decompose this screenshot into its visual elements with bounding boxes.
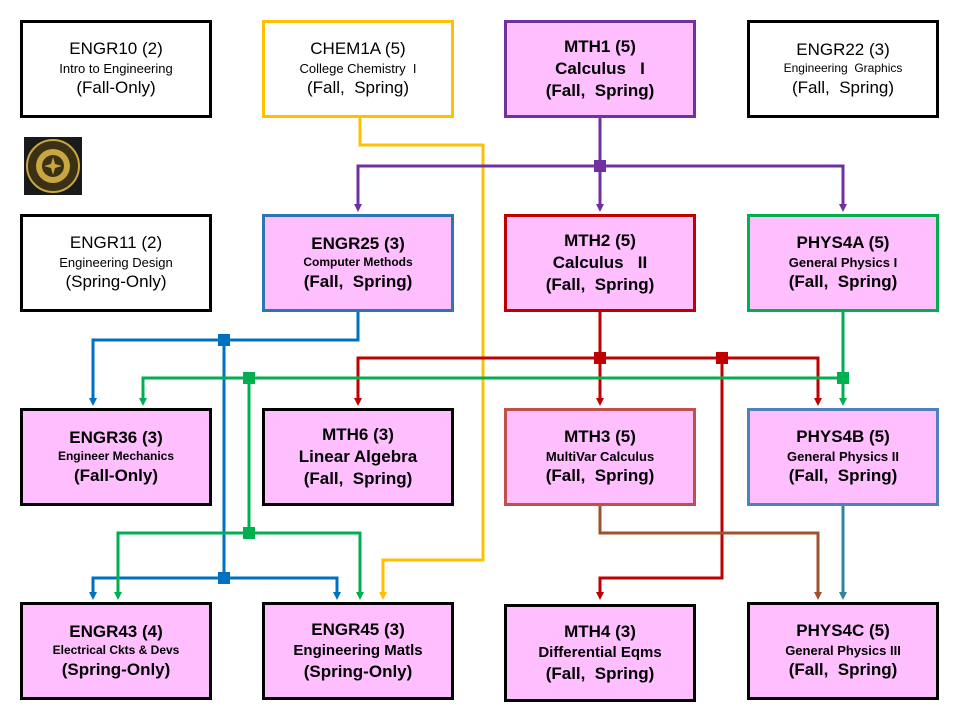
course-name: General Physics II [786,448,899,464]
course-name: Engineering Graphics [783,61,903,76]
course-name: General Physics III [785,642,901,658]
course-name: Engineering Matls [293,642,423,660]
course-name: Calculus I [555,58,645,78]
course-code: PHYS4B (5) [796,427,890,447]
course-box-engr25: ENGR25 (3) Computer Methods (Fall, Sprin… [262,214,454,312]
course-box-engr22: ENGR22 (3) Engineering Graphics (Fall, S… [747,20,939,118]
course-terms: (Fall, Spring) [545,81,655,101]
junction-node [218,572,230,584]
course-name: MultiVar Calculus [545,448,655,464]
course-terms: (Fall, Spring) [788,660,898,680]
course-name: Computer Methods [303,255,413,270]
course-box-engr36: ENGR36 (3) Engineer Mechanics (Fall-Only… [20,408,212,506]
course-code: ENGR22 (3) [796,40,890,60]
junction-node [594,160,606,172]
course-terms: (Fall, Spring) [545,466,655,486]
course-box-phys4b: PHYS4B (5) General Physics II (Fall, Spr… [747,408,939,506]
course-name: Calculus II [552,252,648,272]
course-box-engr10: ENGR10 (2) Intro to Engineering (Fall-On… [20,20,212,118]
course-box-phys4c: PHYS4C (5) General Physics III (Fall, Sp… [747,602,939,700]
connector-mth3-phys4c [598,506,822,600]
course-name: Engineering Design [59,254,173,270]
course-code: ENGR10 (2) [69,39,163,59]
connector-mth1-group [354,118,847,212]
course-terms: (Spring-Only) [65,272,167,292]
course-box-phys4a: PHYS4A (5) General Physics I (Fall, Spri… [747,214,939,312]
course-name: Differential Eqms [538,644,662,662]
connector-mth2-group [354,312,822,600]
junction-node [716,352,728,364]
course-box-engr11: ENGR11 (2) Engineering Design (Spring-On… [20,214,212,312]
course-box-mth1: MTH1 (5) Calculus I (Fall, Spring) [504,20,696,118]
course-code: MTH1 (5) [564,36,636,56]
course-terms: (Fall, Spring) [303,469,413,489]
course-terms: (Fall, Spring) [791,77,895,97]
course-terms: (Fall, Spring) [306,78,410,98]
course-code: MTH3 (5) [564,427,636,447]
course-code: ENGR43 (4) [69,622,163,642]
course-name: General Physics I [788,254,898,270]
course-code: ENGR45 (3) [311,620,405,640]
course-code: PHYS4C (5) [796,621,890,641]
course-code: ENGR25 (3) [311,234,405,254]
course-terms: (Fall, Spring) [303,271,413,291]
junction-node [243,372,255,384]
course-terms: (Spring-Only) [303,661,413,681]
course-box-engr43: ENGR43 (4) Electrical Ckts & Devs (Sprin… [20,602,212,700]
course-terms: (Fall, Spring) [545,275,655,295]
college-seal-logo [24,137,82,195]
course-box-mth2: MTH2 (5) Calculus II (Fall, Spring) [504,214,696,312]
connector-phys4a-group [114,312,847,600]
course-name: Intro to Engineering [59,60,173,76]
course-name: Engineer Mechanics [57,449,175,464]
junction-node [837,372,849,384]
course-terms: (Fall, Spring) [788,272,898,292]
course-code: PHYS4A (5) [796,233,890,253]
course-name: Electrical Ckts & Devs [52,643,180,658]
course-terms: (Fall-Only) [76,78,156,98]
course-code: ENGR36 (3) [69,428,163,448]
junction-node [594,352,606,364]
course-box-mth4: MTH4 (3) Differential Eqms (Fall, Spring… [504,604,696,702]
course-box-chem1a: CHEM1A (5) College Chemistry I (Fall, Sp… [262,20,454,118]
course-code: CHEM1A (5) [310,39,406,59]
course-box-engr45: ENGR45 (3) Engineering Matls (Spring-Onl… [262,602,454,700]
course-code: MTH2 (5) [564,230,636,250]
course-box-mth6: MTH6 (3) Linear Algebra (Fall, Spring) [262,408,454,506]
connector-engr25-group [89,312,360,600]
course-terms: (Fall, Spring) [788,466,898,486]
course-name: Linear Algebra [298,446,418,466]
course-code: MTH4 (3) [564,622,636,642]
junction-node [218,334,230,346]
course-code: MTH6 (3) [322,424,394,444]
course-terms: (Fall-Only) [73,465,159,485]
course-code: ENGR11 (2) [69,233,163,253]
course-terms: (Fall, Spring) [545,663,655,683]
course-name: College Chemistry I [299,60,417,76]
connector-chem1a-engr45 [358,118,485,600]
junction-node [243,527,255,539]
course-terms: (Spring-Only) [61,659,171,679]
course-box-mth3: MTH3 (5) MultiVar Calculus (Fall, Spring… [504,408,696,506]
